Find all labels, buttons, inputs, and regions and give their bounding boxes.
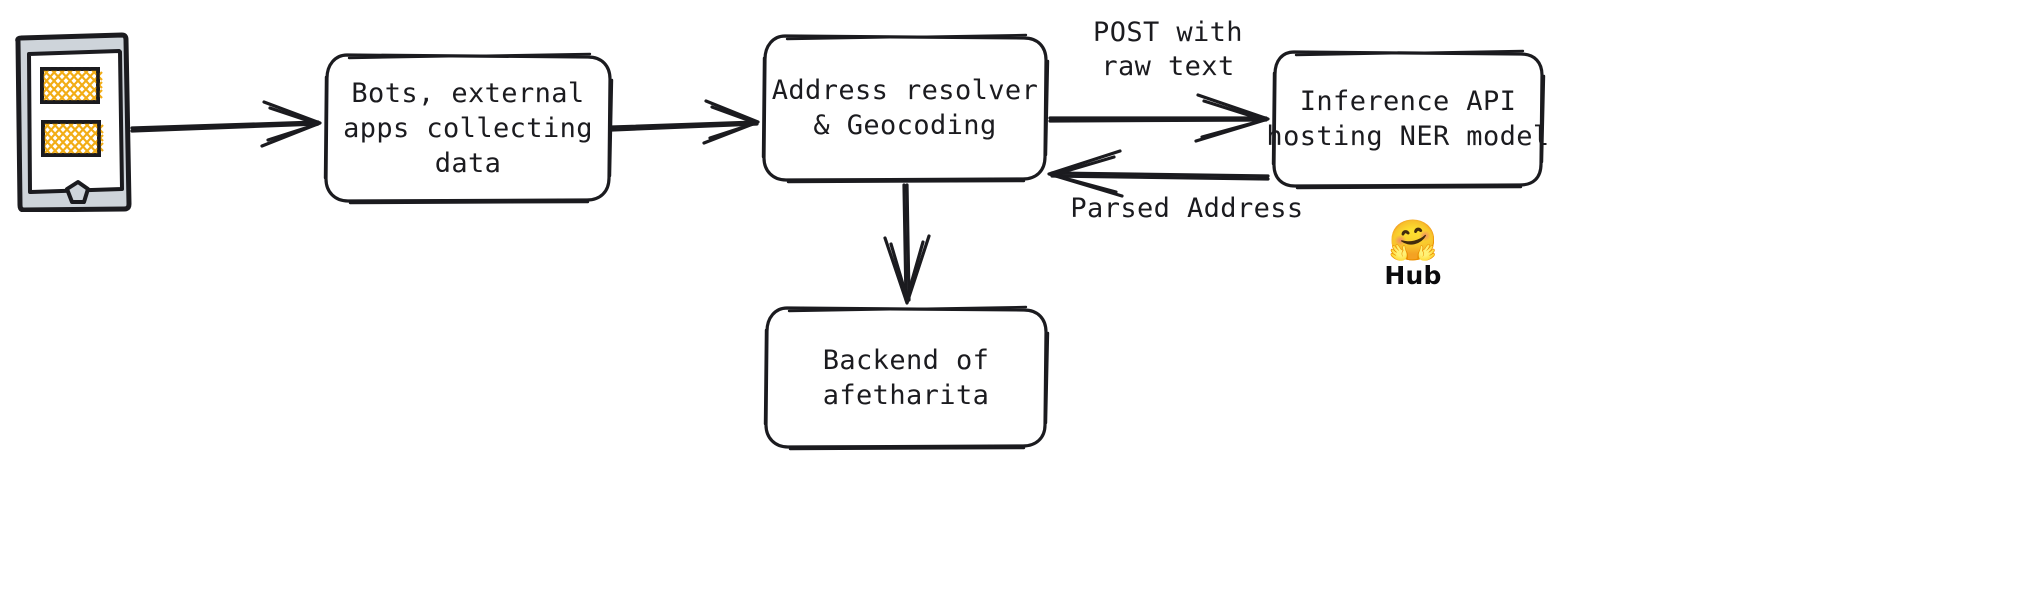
parsed-address-label: Parsed Address	[1070, 193, 1304, 224]
inference-api-node[interactable]: Inference API hosting NER model	[1266, 49, 1549, 190]
device-outline	[15, 32, 132, 213]
device-home-button	[65, 180, 90, 204]
arrowhead-device-to-bots	[260, 100, 322, 148]
bots-node-label: Bots, external apps collecting data	[343, 77, 593, 179]
edge-device-to-bots	[130, 120, 320, 130]
mobile-device-icon	[12, 32, 134, 213]
device-content-block-1	[40, 67, 103, 104]
device-content-block-2	[41, 120, 104, 157]
resolver-node-label: Address resolver & Geocoding	[771, 75, 1039, 141]
arrowhead-bots-to-resolver	[702, 99, 760, 145]
hugging-face-hub-logo: 🤗 Hub	[1358, 220, 1468, 290]
edge-bots-to-resolver	[610, 120, 759, 129]
post-with-raw-text-label: POST with raw text	[1093, 17, 1243, 82]
hugging-face-icon: 🤗	[1388, 218, 1438, 264]
inference-node-label: Inference API hosting NER model	[1266, 86, 1550, 152]
hub-label: Hub	[1384, 261, 1442, 290]
bots-external-apps-node[interactable]: Bots, external apps collecting data	[322, 52, 614, 205]
inference-node-outline	[1271, 49, 1546, 190]
arrowhead-resolver-to-backend	[883, 234, 931, 305]
backend-node-outline	[763, 305, 1050, 451]
edge-resolver-to-backend	[902, 183, 908, 302]
mobile-device-svg	[15, 32, 132, 213]
backend-afetharita-node[interactable]: Backend of afetharita	[762, 305, 1050, 451]
edge-inference-to-resolver	[1050, 171, 1270, 178]
address-resolver-node[interactable]: Address resolver & Geocoding	[760, 33, 1050, 184]
backend-node-label: Backend of afetharita	[822, 344, 990, 411]
device-screen-outline	[27, 49, 124, 194]
resolver-node-outline	[761, 33, 1050, 184]
